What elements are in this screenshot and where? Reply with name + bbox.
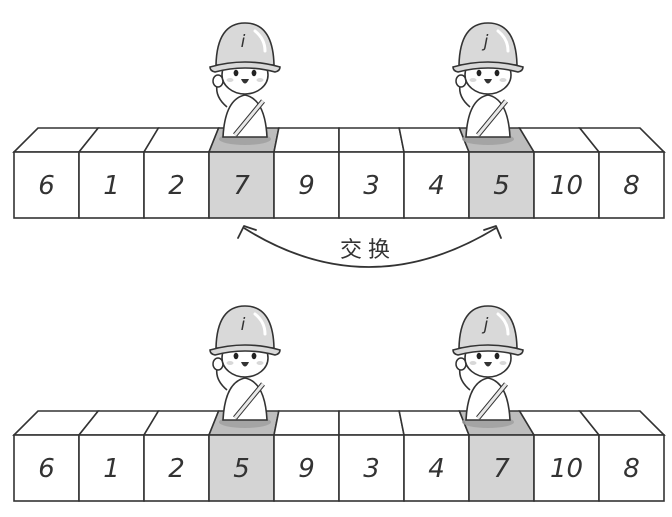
before-cell-6 (403, 151, 470, 219)
after-cell-value-7: 7 (493, 454, 510, 484)
after-cell-9 (598, 434, 665, 502)
after-cell-4 (273, 434, 340, 502)
after-cell-value-1: 1 (103, 454, 120, 484)
after-cell-5 (338, 434, 405, 502)
before-cell-top-6 (398, 127, 471, 153)
after-cell-7 (468, 434, 535, 502)
pointer-j-after: j (452, 305, 524, 428)
after-cell-3 (208, 434, 275, 502)
before-cell-top-5 (338, 127, 405, 153)
pointer-i-before-label: i (241, 32, 246, 52)
after-cell-1 (78, 434, 145, 502)
before-cell-value-1: 1 (103, 171, 120, 201)
after-cell-value-6: 4 (428, 454, 445, 484)
before-cell-0 (13, 151, 80, 219)
before-cell-2 (143, 151, 210, 219)
pointer-i-before: i (209, 22, 281, 145)
before-cell-4 (273, 151, 340, 219)
pointer-figures: i j i j (209, 22, 524, 428)
after-cell-value-2: 2 (168, 454, 185, 484)
before-cell-value-9: 8 (623, 171, 640, 201)
after-cell-value-3: 5 (233, 454, 250, 484)
before-cell-value-7: 5 (493, 171, 510, 201)
after-cell-top-5 (338, 410, 405, 436)
before-cell-3 (208, 151, 275, 219)
swap-label: 交换 (340, 238, 396, 263)
pointer-j-before: j (452, 22, 524, 145)
before-cell-value-2: 2 (168, 171, 185, 201)
before-cell-value-0: 6 (38, 171, 55, 201)
after-cell-top-6 (398, 410, 471, 436)
after-cell-2 (143, 434, 210, 502)
array-row-after: 6 1 2 5 9 3 4 7 10 8 (12, 410, 666, 502)
before-cell-9 (598, 151, 665, 219)
before-cell-value-3: 7 (233, 171, 250, 201)
before-cell-value-5: 3 (363, 171, 380, 201)
after-cell-value-8: 10 (550, 454, 583, 484)
after-cell-value-4: 9 (298, 454, 315, 484)
pointer-j-after-label: j (482, 315, 489, 335)
before-cell-value-4: 9 (298, 171, 315, 201)
after-cell-value-9: 8 (623, 454, 640, 484)
after-cell-top-4 (273, 410, 340, 436)
after-cell-6 (403, 434, 470, 502)
before-cell-8 (533, 151, 600, 219)
after-cell-value-5: 3 (363, 454, 380, 484)
array-row-before: 6 1 2 7 9 3 4 5 10 8 (12, 127, 666, 219)
pointer-i-after-label: i (241, 315, 246, 335)
pointer-j-before-label: j (482, 32, 489, 52)
before-cell-1 (78, 151, 145, 219)
before-cell-value-8: 10 (550, 171, 583, 201)
after-cell-8 (533, 434, 600, 502)
before-cell-value-6: 4 (428, 171, 445, 201)
before-cell-7 (468, 151, 535, 219)
pointer-i-after: i (209, 305, 281, 428)
before-cell-5 (338, 151, 405, 219)
before-cell-top-4 (273, 127, 340, 153)
swap-arrow (237, 225, 502, 268)
after-cell-value-0: 6 (38, 454, 55, 484)
